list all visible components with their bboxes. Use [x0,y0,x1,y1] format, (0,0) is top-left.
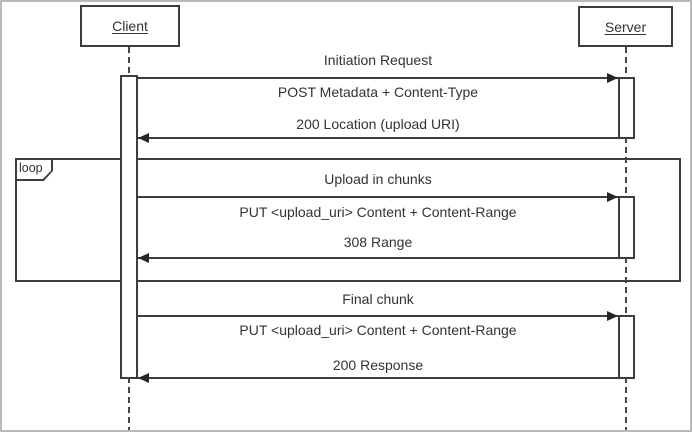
section-title: Upload in chunks [324,171,432,187]
response-line-initiation [138,137,618,139]
response-message-label: 200 Location (upload URI) [296,116,460,132]
request-line-initiation [138,77,618,79]
server-actor-label: Server [604,18,647,35]
loop-fragment-frame [15,158,681,282]
request-line-final-chunk [138,315,618,317]
request-message-label: POST Metadata + Content-Type [277,84,479,100]
loop-fragment-pentagon-fill [17,160,51,179]
request-message-label: PUT <upload_uri> Content + Content-Range [239,204,517,220]
loop-fragment-pentagon [15,158,53,181]
server-activation-bar-initiation [618,77,635,139]
section-title: Final chunk [342,291,414,307]
arrowhead-right-icon [607,192,618,202]
arrowhead-left-icon [138,133,149,143]
request-line-chunk-loop [138,196,618,198]
loop-fragment-label: loop [19,161,43,175]
arrowhead-left-icon [138,253,149,263]
server-actor-box: Server [578,6,673,47]
arrowhead-right-icon [607,311,618,321]
client-actor-box: Client [80,5,180,47]
client-activation-bar [120,75,138,379]
response-line-final-chunk [138,377,618,379]
client-actor-label: Client [112,18,148,34]
response-message-label: 308 Range [343,234,413,250]
response-message-label: 200 Response [332,357,424,373]
section-title: Initiation Request [323,52,433,68]
server-activation-bar-chunk-loop [618,196,635,259]
server-activation-bar-final-chunk [618,315,635,379]
response-line-chunk-loop [138,257,618,259]
request-message-label: PUT <upload_uri> Content + Content-Range [239,322,517,338]
arrowhead-left-icon [138,373,149,383]
arrowhead-right-icon [607,73,618,83]
